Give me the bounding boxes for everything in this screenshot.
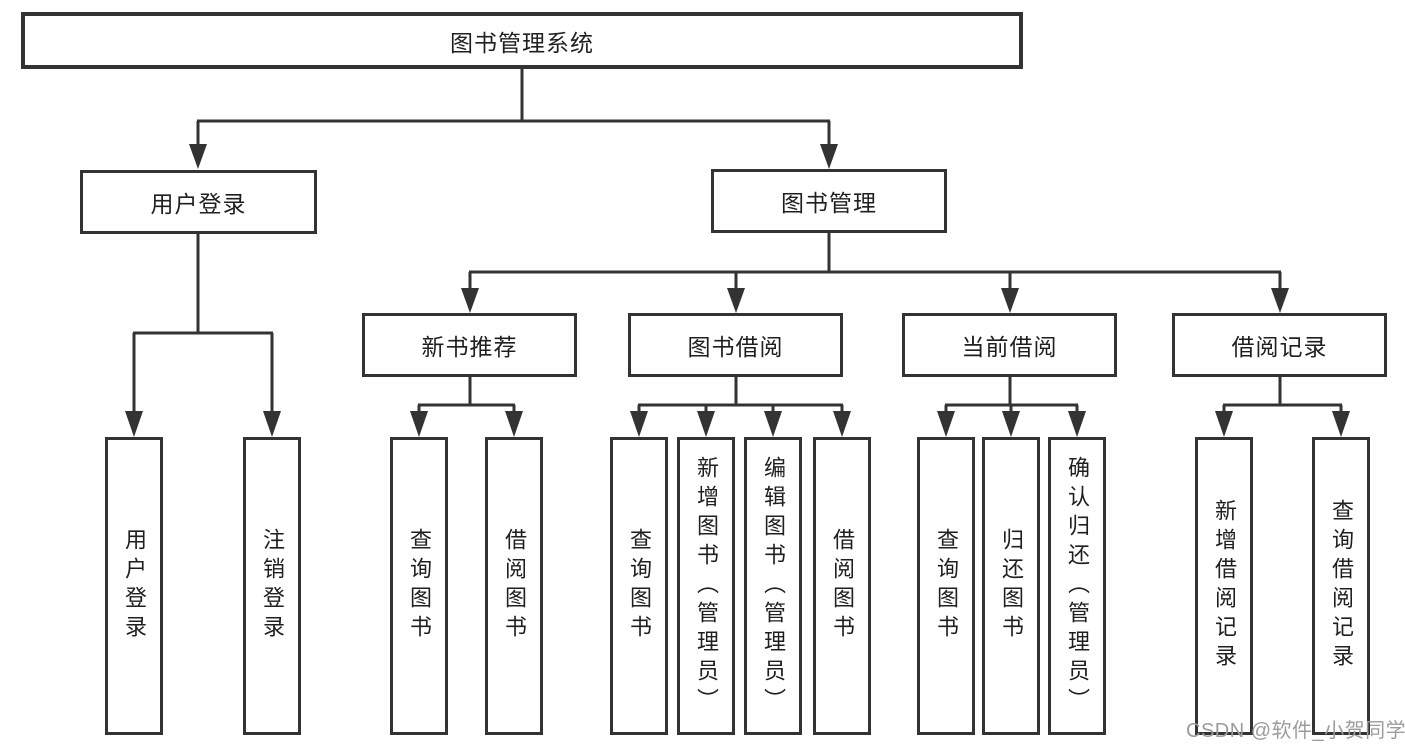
node-label: 新增借阅记录 [1212, 499, 1237, 673]
node-label: 查询图书 [407, 528, 432, 644]
node-library-system: 图书管理系统 [21, 12, 1023, 69]
node-label: 注销登录 [260, 528, 285, 644]
node-label: 查询图书 [934, 528, 959, 644]
node-label: 用户登录 [150, 191, 247, 217]
leaf-borrow-books-recommend: 借阅图书 [485, 437, 543, 735]
leaf-query-books-recommend: 查询图书 [390, 437, 448, 735]
node-label: 图书借阅 [687, 334, 784, 360]
node-current-borrowing: 当前借阅 [902, 313, 1117, 377]
node-label: 归还图书 [999, 528, 1024, 644]
node-label: 查询图书 [627, 528, 652, 644]
node-label: 确认归还（管理员） [1065, 455, 1090, 717]
leaf-borrow-books: 借阅图书 [813, 437, 871, 735]
leaf-logout: 注销登录 [243, 437, 301, 735]
leaf-edit-book-admin: 编辑图书（管理员） [744, 437, 802, 735]
node-label: 借阅图书 [830, 528, 855, 644]
node-book-borrowing: 图书借阅 [628, 313, 843, 377]
leaf-return-books: 归还图书 [982, 437, 1040, 735]
node-label: 用户登录 [122, 528, 147, 644]
leaf-query-books-borrowing: 查询图书 [610, 437, 668, 735]
leaf-confirm-return-admin: 确认归还（管理员） [1048, 437, 1106, 735]
leaf-query-books-current: 查询图书 [917, 437, 975, 735]
node-label: 当前借阅 [961, 334, 1058, 360]
node-label: 编辑图书（管理员） [761, 455, 786, 717]
node-label: 查询借阅记录 [1329, 499, 1354, 673]
node-new-book-recommend: 新书推荐 [362, 313, 577, 377]
node-label: 借阅图书 [502, 528, 527, 644]
leaf-user-login: 用户登录 [105, 437, 163, 735]
leaf-add-book-admin: 新增图书（管理员） [677, 437, 735, 735]
node-book-management: 图书管理 [711, 169, 947, 233]
node-label: 新书推荐 [421, 334, 518, 360]
node-borrowing-records: 借阅记录 [1172, 313, 1387, 377]
node-label: 图书管理 [781, 190, 877, 216]
node-label: 图书管理系统 [450, 29, 594, 56]
node-label: 新增图书（管理员） [694, 455, 719, 717]
leaf-add-borrow-record: 新增借阅记录 [1195, 437, 1253, 735]
csdn-watermark: CSDN @软件_小贺同学 [1186, 720, 1405, 742]
node-label: 借阅记录 [1231, 334, 1328, 360]
leaf-query-borrow-record: 查询借阅记录 [1312, 437, 1370, 735]
node-user-login: 用户登录 [80, 170, 317, 234]
